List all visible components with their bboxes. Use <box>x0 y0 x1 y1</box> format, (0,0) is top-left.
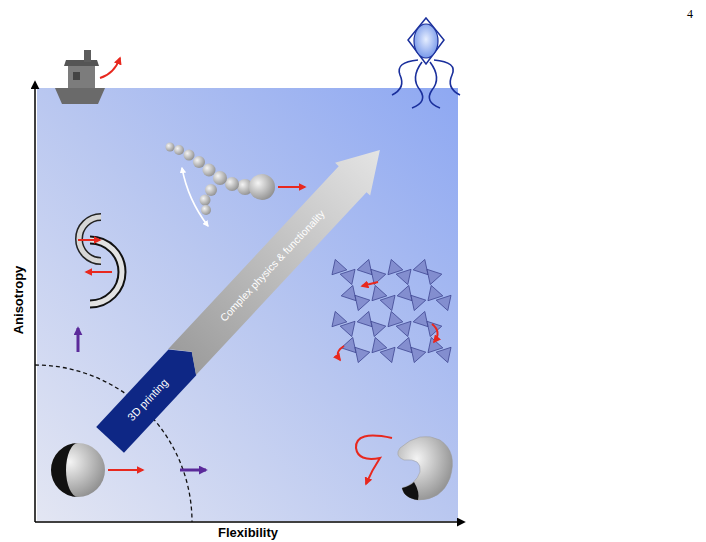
half-shells <box>78 217 122 304</box>
microorganism <box>390 18 463 108</box>
banana-particle <box>356 436 452 500</box>
page-number: 4 <box>687 7 693 22</box>
y-axis <box>34 82 36 522</box>
bead-chain <box>166 143 306 227</box>
purple-arrow <box>77 328 80 352</box>
kagome-lattice <box>332 259 451 362</box>
plot-background <box>37 88 458 521</box>
axis-label: Anisotropy <box>11 266 26 335</box>
janus-sphere <box>51 443 143 497</box>
benchy-boat <box>55 50 120 104</box>
purple-arrow <box>180 469 206 472</box>
x-axis <box>35 521 464 523</box>
axis-label: Flexibility <box>218 525 278 540</box>
